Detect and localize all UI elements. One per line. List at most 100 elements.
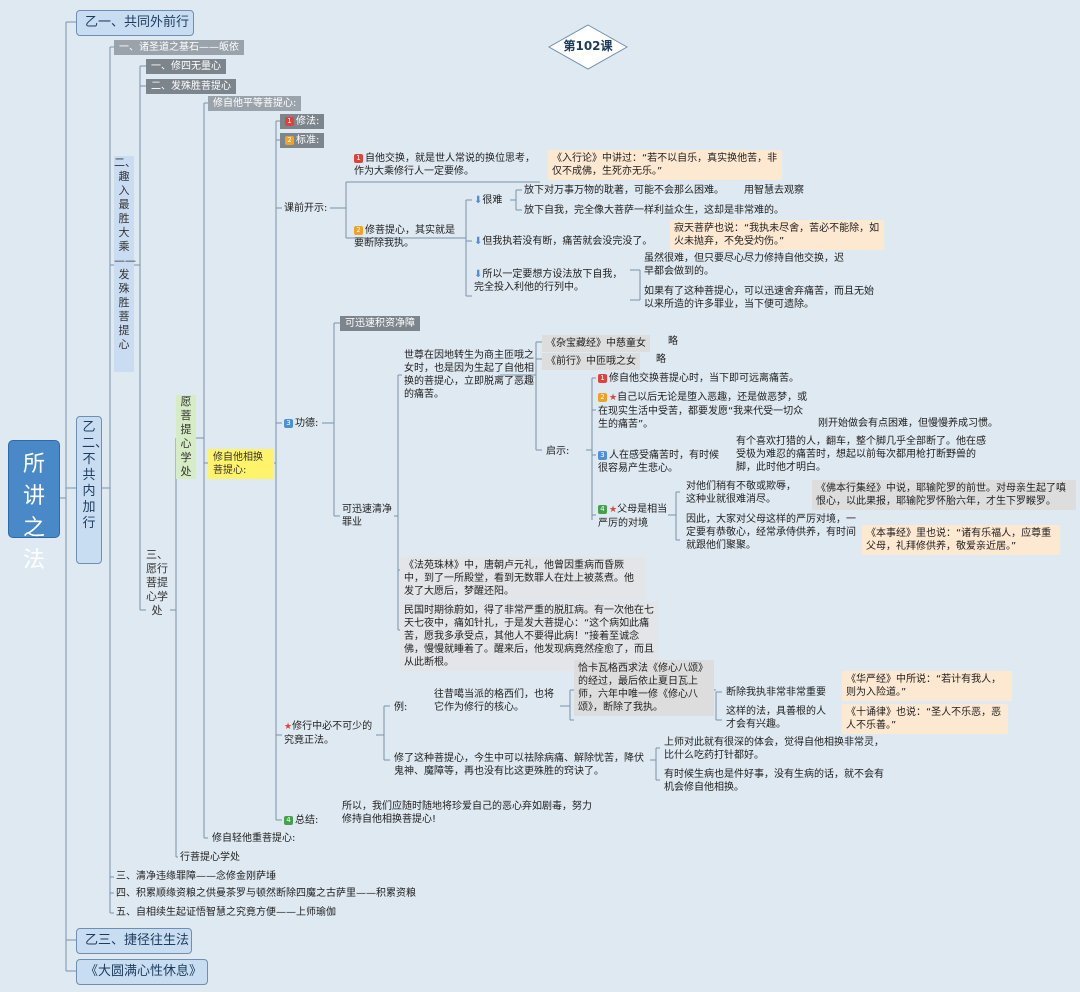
node-text: 修自他交换菩提心时，当下即可远离痛苦。 [609, 373, 799, 384]
node-wish-bodhicitta[interactable]: 愿菩提心学处 [176, 395, 196, 479]
node-text: 断除我执非常非常重要 [726, 687, 826, 698]
node-text: 修法: [296, 116, 320, 127]
node-text: 四、积累顺缘资粮之供曼茶罗与顿然断除四魔之古萨里——积累资粮 [116, 888, 416, 899]
root-node[interactable]: 所讲之法 [8, 440, 60, 573]
node-equalize[interactable]: 修自他平等菩提心: [208, 96, 302, 111]
node-text: 但我执若没有断，痛苦就会没完没了。 [482, 236, 653, 247]
root-label: 所讲之法 [22, 452, 45, 573]
number-badge-icon: 1 [285, 117, 294, 126]
merit-accumulate[interactable]: 可迅速积资净障 [340, 316, 420, 331]
node-four-immeasurables[interactable]: 一、修四无量心 [146, 59, 226, 74]
insight-4a: 对他们稍有不敬或欺辱，这种业就很难消尽。 [686, 480, 804, 506]
node-text: 放下自我，完全像大菩萨一样利益众生，这却是非常难的。 [524, 205, 784, 216]
node-exchange[interactable]: 修自他相换菩提心: [208, 449, 274, 479]
intro-hard-1[interactable]: 放下对万事万物的耽著，可能不会那么困难。 [524, 184, 724, 197]
insight-4: 4★父母是相当严厉的对境 [598, 503, 672, 530]
merit-purify[interactable]: 可迅速清净罪业 [342, 503, 394, 529]
example-cure-2: 有时候生病也是件好事，没有生病的话，就不会有机会修自他相换。 [664, 768, 888, 794]
insight-3-tip: 有个喜欢打猎的人，翻车，整个脚几乎全部断了。他在感受极为难忍的痛苦时，想起以前每… [736, 435, 988, 474]
node-guru-yoga[interactable]: 五、自相续生起证悟智慧之究竟方便——上师瑜伽 [116, 906, 336, 919]
branch-mind-nature[interactable]: 《大圆满心性休息》 [76, 959, 208, 985]
story-fayuan: 《法苑珠林》中，唐朝卢元礼，他曾因重病而昏厥中，到了一所殿堂，看到无数罪人在灶上… [400, 557, 646, 600]
summary-text: 所以，我们应随时随地将珍爱自己的恶心弃如剧毒，努力修持自他相换菩提心! [342, 800, 598, 826]
node-intro[interactable]: 课前开示: [284, 202, 327, 215]
branch-label: 乙三、捷径往生法 [85, 933, 190, 948]
node-text: 课前开示: [284, 203, 328, 214]
branch-label: 《大圆满心性休息》 [85, 964, 203, 979]
intro-must[interactable]: ⬇所以一定要想方设法放下自我，完全投入利他的行列中。 [474, 268, 624, 294]
intro-selfish[interactable]: ⬇但我执若没有断，痛苦就会没完没了。 [474, 235, 652, 248]
merit-brief-2: 略 [656, 353, 666, 366]
node-mandala[interactable]: 四、积累顺缘资粮之供曼茶罗与顿然断除四魔之古萨里——积累资粮 [116, 887, 416, 900]
node-text: 标准: [296, 135, 320, 146]
node-text: 五、自相续生起证悟智慧之究竟方便——上师瑜伽 [116, 907, 336, 918]
node-text: 虽然很难，但只要尽心尽力修持自他交换，迟早都会做到的。 [644, 253, 844, 277]
node-text: 《法苑珠林》中，唐朝卢元礼，他曾因重病而昏厥中，到了一所殿堂，看到无数罪人在灶上… [404, 560, 634, 597]
number-badge-icon: 2 [354, 226, 363, 235]
node-text: 自己以后无论是堕入恶趣，还是做恶梦，或在现实生活中受苦，都要发愿“我来代受一切众… [598, 392, 808, 430]
example-cure-1: 上师对此就有很深的体会，觉得自他相换非常灵，比什么吃药打针都好。 [664, 736, 884, 762]
node-text: 《十诵律》也说：“圣人不乐恶，恶人不乐善。” [846, 707, 1002, 731]
branch-outer-preliminaries[interactable]: 乙一、共同外前行 [76, 10, 194, 36]
branch-label: 乙一、共同外前行 [85, 15, 190, 30]
node-text: 寂天菩萨也说：“我执未尽舍，苦必不能除，如火未抛弃，不免受灼伤。” [674, 223, 880, 247]
node-supreme-bodhicitta[interactable]: 二、发殊胜菩提心 [146, 79, 236, 94]
merit-brief-1: 略 [668, 335, 678, 348]
example-shisong: 《十诵律》也说：“圣人不乐恶，恶人不乐善。” [842, 704, 1008, 734]
node-text: 《前行》中匝哦之女 [546, 356, 636, 367]
node-practice-bodhicitta[interactable]: 行菩提心学处 [180, 851, 240, 864]
node-essential[interactable]: ★修行中必不可少的究竟正法。 [284, 720, 376, 747]
node-text: 这样的法，具善根的人才会有兴趣。 [726, 706, 826, 730]
node-text: 上师对此就有很深的体会，觉得自他相换非常灵，比什么吃药打针都好。 [664, 737, 884, 761]
branch-label: 乙二、不共内加行 [82, 420, 109, 531]
node-text: 三、清净违缘罪障——念修金刚萨埵 [116, 871, 276, 882]
node-text: 往昔噶当派的格西们，也将它作为修行的核心。 [434, 689, 554, 713]
insight-4b: 因此，大家对父母这样的严厉对境，一定要有恭敬心，经常承侍供养，有时间就跟他们聚聚… [686, 513, 858, 552]
node-text: 略 [656, 354, 666, 365]
star-icon: ★ [609, 393, 618, 403]
lesson-diamond: 第102课 [547, 24, 629, 70]
arrow-down-icon: ⬇ [474, 195, 483, 206]
intro-hard-2[interactable]: 放下自我，完全像大菩萨一样利益众生，这却是非常难的。 [524, 204, 784, 217]
node-bodhicitta-vertical[interactable]: 二、趣入最胜大乘——发殊胜菩提心 [114, 156, 136, 372]
node-wish-practice-vertical[interactable]: 三、愿行菩提心学处 [146, 548, 168, 672]
arrow-down-icon: ⬇ [474, 236, 483, 247]
star-icon: ★ [609, 505, 618, 515]
number-badge-icon: 4 [284, 816, 293, 825]
number-badge-icon: 1 [354, 154, 363, 163]
example-cure: 修了这种菩提心，今生中可以祛除病痛、解除忧苦，降伏鬼神、魔障等，再也没有比这更殊… [394, 752, 648, 778]
node-text: 修菩提心，其实就是要断除我执。 [354, 225, 455, 249]
branch-inner-preliminaries[interactable]: 乙二、不共内加行 [76, 416, 109, 564]
node-text: 略 [668, 336, 678, 347]
node-refuge[interactable]: 一、诸圣道之基石——皈依 [114, 40, 244, 55]
node-text: 修自轻他重菩提心: [212, 833, 296, 844]
branch-shortcut-rebirth[interactable]: 乙三、捷径往生法 [76, 928, 192, 954]
number-badge-icon: 3 [284, 419, 293, 428]
node-cherish-others[interactable]: 修自轻他重菩提心: [212, 832, 295, 845]
insight-2-tip: 刚开始做会有点困难，但慢慢养成习惯。 [818, 417, 998, 430]
diamond-shape [547, 24, 629, 70]
node-text: 功德: [295, 418, 319, 429]
node-text: 恰卡瓦格西求法《修心八颂》的经过，最后依止夏日瓦上师，六年中唯一修《修心八颂》，… [578, 663, 708, 713]
intro-shantideva-quote: 寂天菩萨也说：“我执未尽舍，苦必不能除，如火未抛弃，不免受灼伤。” [670, 220, 884, 250]
node-text: 二、发殊胜菩提心 [151, 81, 231, 92]
intro-hard[interactable]: ⬇很难 [474, 194, 502, 207]
node-text: 父母是相当严厉的对境 [598, 504, 668, 529]
insight-2: 2★自己以后无论是堕入恶趣，还是做恶梦，或在现实生活中受苦，都要发愿“我来代受一… [598, 391, 812, 431]
node-text: 一、修四无量心 [151, 61, 221, 72]
node-text: 《杂宝藏经》中慈童女 [546, 338, 646, 349]
merit-src-1: 《杂宝藏经》中慈童女 [542, 335, 650, 352]
node-text: 愿菩提心学处 [180, 395, 192, 478]
node-text: 修了这种菩提心，今生中可以祛除病痛、解除忧苦，降伏鬼神、魔障等，再也没有比这更殊… [394, 753, 644, 777]
number-badge-icon: 4 [598, 505, 607, 514]
merit-insight[interactable]: 启示: [546, 445, 569, 458]
node-vajrasattva[interactable]: 三、清净违缘罪障——念修金刚萨埵 [116, 870, 276, 883]
